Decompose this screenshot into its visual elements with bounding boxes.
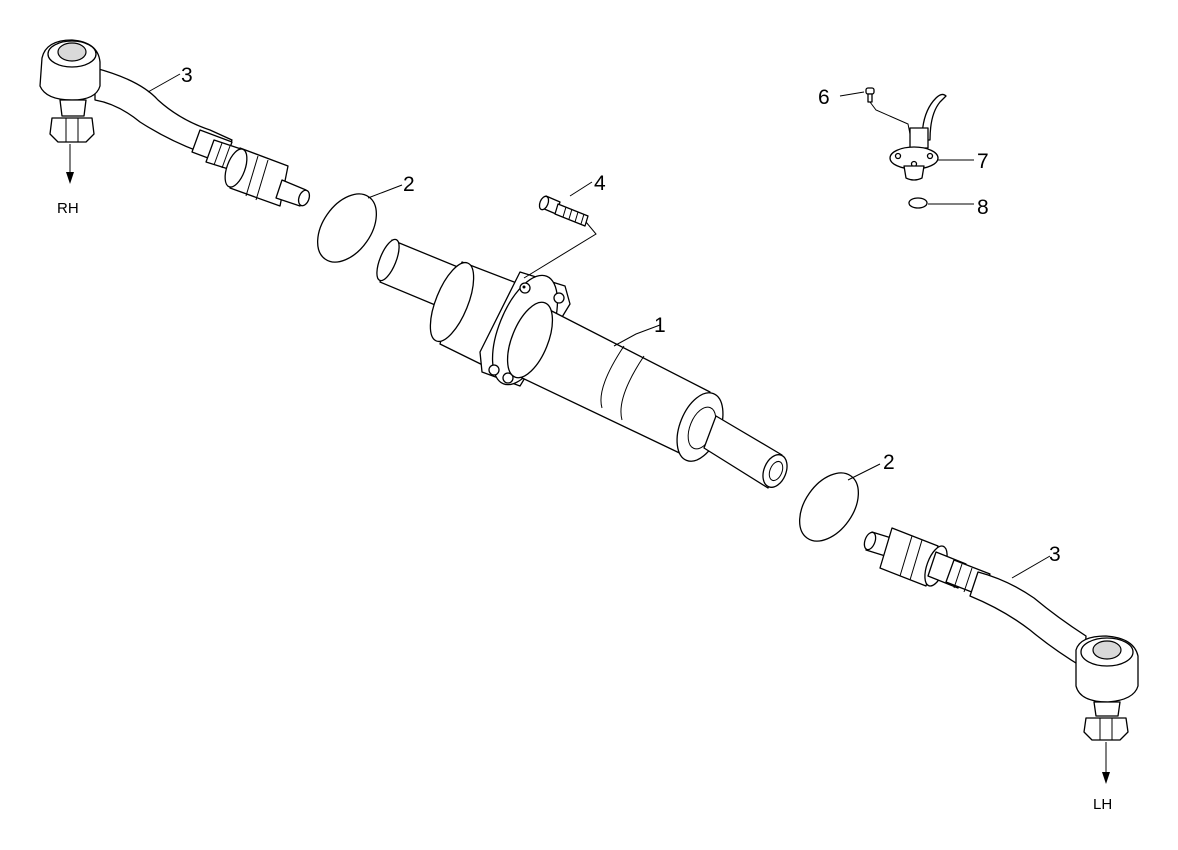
arrow-down-icon: [1102, 772, 1110, 784]
steering-cylinder: [376, 238, 788, 489]
arrow-down-icon: [66, 172, 74, 184]
o-ring-upper: [316, 193, 378, 263]
callout-4: 4: [594, 172, 606, 195]
callout-8: 8: [977, 196, 989, 219]
tie-rod-end-rh: [39, 39, 311, 207]
side-label-lh: LH: [1093, 796, 1112, 813]
callout-7: 7: [977, 150, 989, 173]
callout-3-upper: 3: [181, 64, 193, 87]
callout-3-lower: 3: [1049, 543, 1061, 566]
o-ring-lower: [798, 472, 860, 542]
small-screw: [865, 87, 875, 103]
sensor-with-cable: [889, 93, 947, 181]
side-label-rh: RH: [57, 200, 79, 217]
screw: [538, 195, 589, 227]
callout-2-lower: 2: [883, 451, 895, 474]
callout-2-upper: 2: [403, 173, 415, 196]
sensor-o-ring: [908, 197, 928, 209]
tie-rod-end-lh: [863, 527, 1139, 741]
callout-6: 6: [818, 86, 830, 109]
callout-1: 1: [654, 314, 666, 337]
